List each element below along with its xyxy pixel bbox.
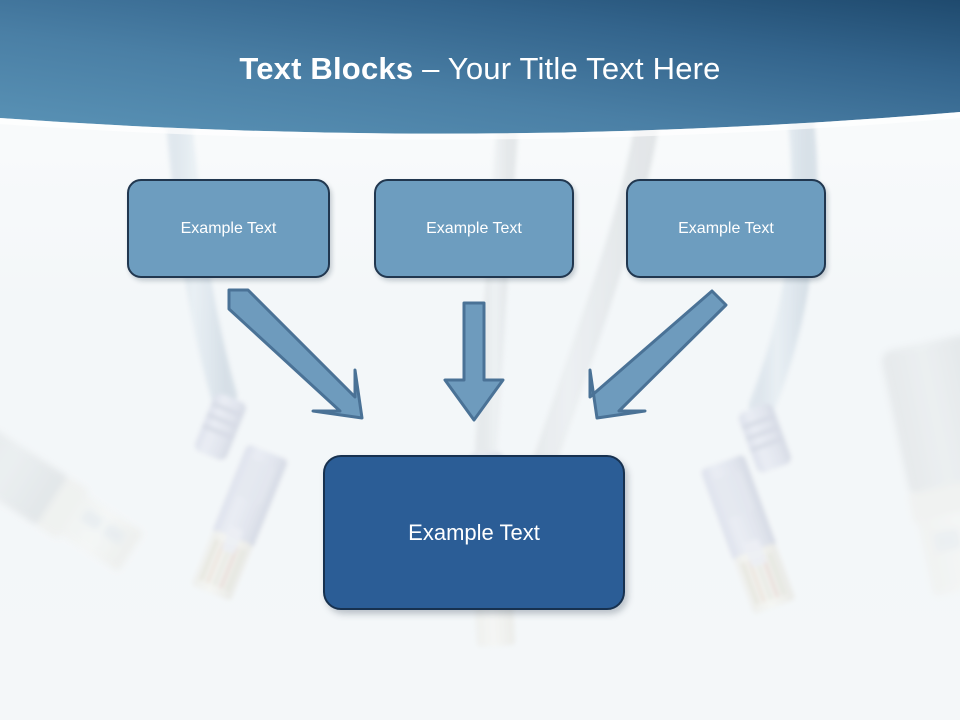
page-title: Text Blocks – Your Title Text Here <box>239 48 720 90</box>
top-box-2[interactable]: Example Text <box>374 179 574 278</box>
top-box-1[interactable]: Example Text <box>127 179 330 278</box>
page-title-separator: – <box>413 51 448 86</box>
page-title-light: Your Title Text Here <box>447 51 721 86</box>
bottom-result-box-label: Example Text <box>408 519 540 545</box>
bottom-result-box[interactable]: Example Text <box>323 455 625 610</box>
page-title-bold: Text Blocks <box>239 51 414 86</box>
top-box-3-label: Example Text <box>678 219 774 237</box>
top-box-1-label: Example Text <box>180 219 277 237</box>
top-box-3[interactable]: Example Text <box>626 179 826 278</box>
top-box-2-label: Example Text <box>426 219 522 237</box>
title-container: Text Blocks – Your Title Text Here <box>0 48 960 90</box>
